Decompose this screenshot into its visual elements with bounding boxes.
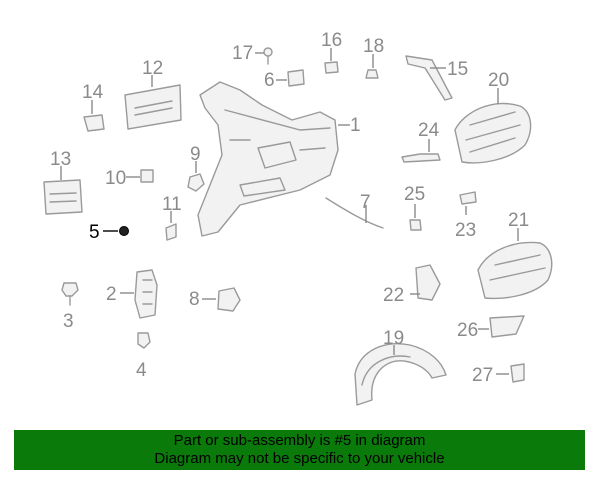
part-23-clip[interactable] bbox=[459, 191, 477, 205]
callout-17: 17 bbox=[232, 43, 253, 64]
callout-11: 11 bbox=[162, 194, 182, 215]
callout-20: 20 bbox=[488, 70, 509, 91]
callout-25: 25 bbox=[404, 184, 425, 205]
callout-2: 2 bbox=[106, 284, 117, 305]
info-banner: Part or sub-assembly is #5 in diagram Di… bbox=[14, 430, 585, 470]
part-25-fastener[interactable] bbox=[409, 219, 422, 231]
callout-15: 15 bbox=[447, 59, 468, 80]
callout-16: 16 bbox=[321, 30, 342, 51]
part-27-clip[interactable] bbox=[510, 363, 525, 383]
callout-7: 7 bbox=[360, 192, 371, 213]
part-18-clip[interactable] bbox=[365, 69, 379, 79]
part-4-clip[interactable] bbox=[137, 332, 151, 349]
callout-19: 19 bbox=[383, 328, 404, 349]
callout-18: 18 bbox=[363, 36, 384, 57]
callout-10: 10 bbox=[105, 168, 126, 189]
callout-24: 24 bbox=[418, 120, 440, 141]
callout-1: 1 bbox=[350, 115, 361, 136]
callout-12: 12 bbox=[142, 58, 163, 79]
callout-5: 5 bbox=[89, 222, 100, 243]
part-21-housing[interactable] bbox=[477, 241, 553, 300]
callout-9: 9 bbox=[190, 144, 201, 165]
callout-21: 21 bbox=[508, 210, 529, 231]
part-24-strip[interactable] bbox=[401, 153, 441, 163]
callout-13: 13 bbox=[50, 149, 71, 170]
part-7-weatherstrip[interactable] bbox=[325, 197, 384, 229]
callout-26: 26 bbox=[457, 320, 478, 341]
part-5-grommet[interactable] bbox=[119, 226, 129, 236]
part-22-bracket[interactable] bbox=[415, 264, 441, 301]
banner-line-1: Part or sub-assembly is #5 in diagram bbox=[173, 432, 426, 449]
part-16-clip[interactable] bbox=[324, 61, 339, 74]
part-3-bolt[interactable] bbox=[61, 282, 79, 306]
part-19-wheelhouse-liner[interactable] bbox=[354, 343, 447, 406]
callout-27: 27 bbox=[472, 365, 493, 386]
banner-line-2: Diagram may not be specific to your vehi… bbox=[154, 450, 445, 467]
callout-22: 22 bbox=[383, 285, 404, 306]
part-10-plug[interactable] bbox=[140, 169, 154, 183]
callout-8: 8 bbox=[189, 289, 200, 310]
part-12-panel[interactable] bbox=[124, 84, 182, 130]
part-15-trim-strip[interactable] bbox=[405, 55, 453, 101]
part-2-bracket[interactable] bbox=[134, 269, 158, 319]
callout-23: 23 bbox=[455, 220, 476, 241]
part-6-bracket[interactable] bbox=[287, 69, 305, 87]
part-8-cover[interactable] bbox=[217, 287, 241, 312]
part-17-screw[interactable] bbox=[263, 47, 273, 65]
part-1-quarter-panel[interactable] bbox=[197, 81, 339, 237]
part-26-bracket[interactable] bbox=[489, 315, 525, 338]
part-9-cap[interactable] bbox=[187, 173, 205, 192]
parts-diagram: 1 2 3 4 5 6 7 8 9 bbox=[43, 30, 553, 406]
part-11-clip[interactable] bbox=[165, 223, 177, 241]
callout-6: 6 bbox=[264, 70, 275, 91]
part-20-trim-panel[interactable] bbox=[454, 102, 532, 164]
part-13-panel[interactable] bbox=[43, 179, 83, 215]
callout-14: 14 bbox=[82, 82, 104, 103]
callout-3: 3 bbox=[63, 311, 74, 332]
callout-4: 4 bbox=[136, 360, 147, 381]
part-14-bracket[interactable] bbox=[83, 114, 105, 132]
